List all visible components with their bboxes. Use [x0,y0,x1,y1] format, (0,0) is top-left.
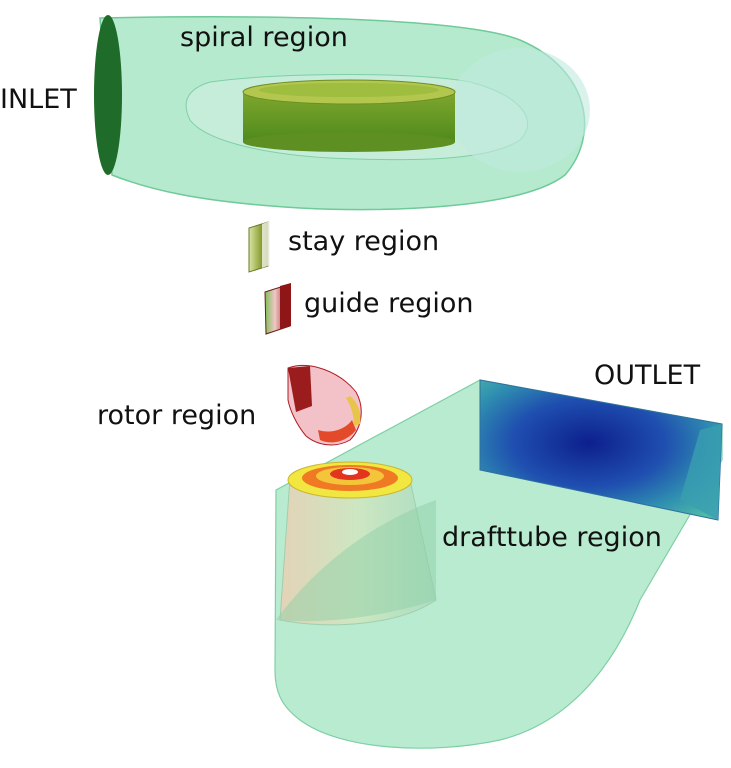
rotor-blade [287,365,362,446]
label-stay-region: stay region [288,226,440,257]
label-outlet: OUTLET [594,360,701,391]
spiral-tail [450,48,590,172]
label-drafttube-region: drafttube region [442,522,662,553]
stay-vane [248,221,270,273]
guide-vane [264,283,291,335]
label-spiral-region: spiral region [180,22,348,53]
inlet-face [94,15,122,175]
label-rotor-region: rotor region [97,400,257,431]
spiral-casing [94,15,590,211]
runner-outlet-disc [287,461,413,499]
spiral-distributor-ring [242,79,456,152]
label-guide-region: guide region [304,288,474,319]
label-inlet: INLET [0,84,77,115]
drafttube [274,379,723,749]
